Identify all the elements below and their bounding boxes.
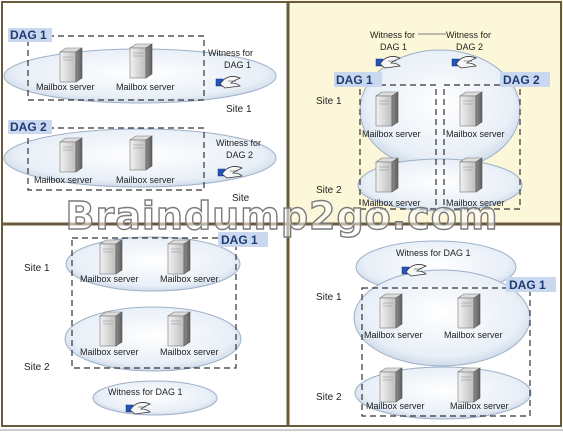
panel1-dag1-label-bg xyxy=(8,28,52,42)
panel2-server-bl-icon xyxy=(375,157,399,193)
panel3-server-tl-label: Mailbox server xyxy=(80,274,139,284)
panel2-dag2-label: DAG 2 xyxy=(503,73,540,87)
panel4-site2: Site 2 xyxy=(316,392,342,403)
panel4-dag-label: DAG 1 xyxy=(509,278,546,292)
panel2-site1: Site 1 xyxy=(316,96,342,107)
panel4-witness: Witness for DAG 1 xyxy=(396,248,471,258)
panel3-server-tr-icon xyxy=(167,239,191,275)
panel3-server-tl-icon xyxy=(99,239,123,275)
panel1-dag1-witness-line2: DAG 1 xyxy=(224,60,251,70)
panel1-dag2-witness-line1: Witness for xyxy=(216,138,261,148)
panel1-dag1-site: Site 1 xyxy=(226,104,252,115)
panel4-site1: Site 1 xyxy=(316,292,342,303)
panel4-group: DAG 1 Witness for DAG 1 Site 1 Site 2 Ma… xyxy=(316,240,556,420)
panel4-server-bl-label: Mailbox server xyxy=(366,401,425,411)
panel1-dag2-server-left-icon xyxy=(59,137,83,173)
panel3-server-bl-icon xyxy=(99,311,123,347)
panel2-site2: Site 2 xyxy=(316,185,342,196)
panel1-dag2-server-right-label: Mailbox server xyxy=(116,175,175,185)
panel1-dag1-server-right-label: Mailbox server xyxy=(116,82,175,92)
panel3-site2-ellipse xyxy=(64,306,242,372)
panel2-group: DAG 1 DAG 2 Witness for DAG 1 Witness fo… xyxy=(316,30,550,212)
panel3-server-br-label: Mailbox server xyxy=(160,347,219,357)
panel1-dag1-group: DAG 1 Mailbox server Mailbox server Witn… xyxy=(3,28,277,115)
panel2-server-bl-label: Mailbox server xyxy=(362,198,421,208)
panel1-dag2-label: DAG 2 xyxy=(10,120,47,134)
panel3-server-br-icon xyxy=(167,311,191,347)
panel2-witness1-line1: Witness for xyxy=(370,30,415,40)
panel3-dag-label-bg xyxy=(218,232,268,247)
panel3-group: DAG 1 Site 1 Site 2 Mailbox server Mailb… xyxy=(24,232,268,416)
panel2-dag2-label-bg xyxy=(500,72,550,87)
panel4-server-tr-icon xyxy=(457,293,481,329)
panel2-server-br-icon xyxy=(459,157,483,193)
panel2-dag1-label-bg xyxy=(334,72,382,87)
panel4-server-tl-label: Mailbox server xyxy=(364,330,423,340)
panel1-dag1-server-left-label: Mailbox server xyxy=(36,82,95,92)
panel2-server-tr-label: Mailbox server xyxy=(446,129,505,139)
panel2-dag1-label: DAG 1 xyxy=(336,73,373,87)
panel1-dag2-box xyxy=(27,127,205,191)
panel3-server-bl-label: Mailbox server xyxy=(80,347,139,357)
panel4-server-br-icon xyxy=(457,367,481,403)
panel1-dag1-witness-line1: Witness for xyxy=(208,48,253,58)
panel3-witness: Witness for DAG 1 xyxy=(108,387,183,397)
watermark: Braindump2go.com xyxy=(66,194,499,238)
panel4-dag1-box xyxy=(361,287,531,417)
panel1-dag1-server-right-icon xyxy=(129,43,153,79)
panel1-dag2-group: DAG 2 Mailbox server Mailbox server Witn… xyxy=(3,120,277,204)
panel1-dag2-site: Site xyxy=(232,193,250,204)
panel1-dag2-server-right-icon xyxy=(129,135,153,171)
panel3-dag1-box xyxy=(71,237,237,369)
panel1-dag2-label-bg xyxy=(8,120,52,134)
panel3-server-tr-label: Mailbox server xyxy=(160,274,219,284)
panel3-dag-label: DAG 1 xyxy=(221,233,258,247)
panel1-dag2-witness-line2: DAG 2 xyxy=(226,150,253,160)
panel3-site1: Site 1 xyxy=(24,263,50,274)
panel2-server-tr-icon xyxy=(459,91,483,127)
panel2-server-tl-label: Mailbox server xyxy=(362,129,421,139)
panel1-dag1-label: DAG 1 xyxy=(10,28,47,42)
panel4-server-bl-icon xyxy=(379,367,403,403)
panel3-site2: Site 2 xyxy=(24,362,50,373)
panel1-dag2-server-left-label: Mailbox server xyxy=(34,175,93,185)
panel4-server-tl-icon xyxy=(379,293,403,329)
panel4-dag-label-bg xyxy=(506,277,556,292)
panel3-witness-ellipse xyxy=(92,380,218,416)
panel2-witness1-line2: DAG 1 xyxy=(380,42,407,52)
panel2-witness2-line1: Witness for xyxy=(446,30,491,40)
panel2-server-br-label: Mailbox server xyxy=(446,198,505,208)
panel2-server-tl-icon xyxy=(375,91,399,127)
panel4-server-br-label: Mailbox server xyxy=(450,401,509,411)
panel2-witness2-line2: DAG 2 xyxy=(456,42,483,52)
panel1-dag1-server-left-icon xyxy=(59,47,83,83)
panel4-server-tr-label: Mailbox server xyxy=(444,330,503,340)
